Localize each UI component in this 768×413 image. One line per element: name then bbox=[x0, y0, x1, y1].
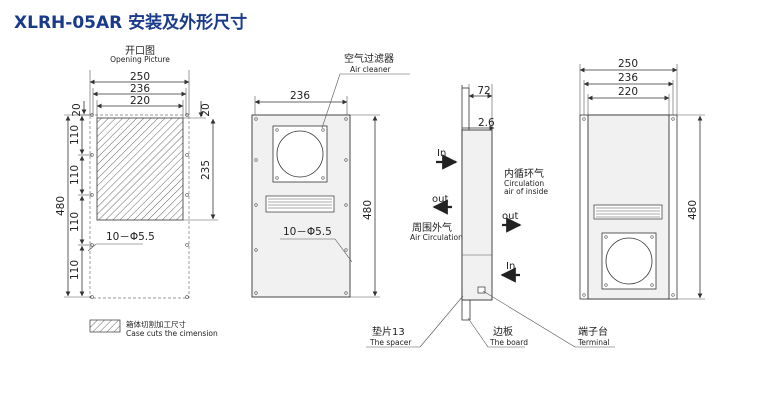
legend: 箱体切割加工尺寸 Case cuts the cimension bbox=[89, 319, 218, 338]
front-filter-label-cn: 空气过滤器 bbox=[344, 52, 394, 65]
back-view: 250 236 220 480 bbox=[579, 58, 705, 300]
side-board-en: The board bbox=[489, 338, 528, 347]
opening-dim-110-b: 110 bbox=[69, 165, 81, 185]
opening-hole-label: 10－Φ5.5 bbox=[106, 231, 155, 243]
opening-panel-outline bbox=[89, 114, 190, 299]
opening-dim-236: 236 bbox=[130, 83, 150, 95]
opening-dim-110-d: 110 bbox=[69, 260, 81, 280]
side-dim-2-6: 2.6 bbox=[478, 117, 495, 129]
side-out-left: out bbox=[432, 194, 448, 205]
front-fan-icon bbox=[276, 130, 324, 178]
back-dim-480: 480 bbox=[687, 200, 699, 220]
opening-dim-220: 220 bbox=[130, 95, 150, 107]
opening-dim-20-left: 20 bbox=[71, 103, 83, 116]
side-in-top: In bbox=[437, 148, 446, 159]
front-view: 236 480 10－Φ5.5 空气过滤器 Air cleaner bbox=[251, 52, 410, 298]
front-dim-236: 236 bbox=[290, 90, 310, 102]
page-title: XLRH-05AR 安装及外形尺寸 bbox=[14, 13, 248, 33]
opening-dim-250: 250 bbox=[130, 71, 150, 83]
side-terminal-cn: 端子台 bbox=[578, 325, 608, 338]
opening-label-en: Opening Picture bbox=[110, 55, 170, 64]
opening-label-cn: 开口图 bbox=[125, 45, 155, 57]
front-hole-label: 10－Φ5.5 bbox=[283, 226, 332, 238]
side-spacer-en: The spacer bbox=[369, 338, 412, 347]
side-spacer-cn: 垫片13 bbox=[372, 325, 405, 338]
side-inner-cn: 内循环气 bbox=[504, 167, 544, 180]
side-dim-72: 72 bbox=[477, 85, 490, 97]
side-terminal-box bbox=[477, 286, 486, 294]
side-view: 72 2.6 In out out In 内循环气 Circulation ai… bbox=[366, 84, 615, 348]
side-inner-en1: Circulation bbox=[504, 179, 544, 188]
back-dim-250: 250 bbox=[618, 58, 638, 70]
front-dim-480: 480 bbox=[362, 200, 374, 220]
side-board-cn: 边板 bbox=[493, 325, 513, 338]
back-dim-236: 236 bbox=[618, 72, 638, 84]
opening-dim-20-right: 20 bbox=[200, 103, 212, 116]
side-out-right: out bbox=[502, 211, 518, 222]
side-outer-cn: 周围外气 bbox=[412, 221, 452, 234]
back-grille bbox=[593, 204, 663, 220]
opening-dim-110-c: 110 bbox=[69, 212, 81, 232]
opening-view: 开口图 Opening Picture 250 236 220 20 bbox=[55, 45, 218, 299]
side-outer-en: Air Circulation bbox=[410, 233, 463, 242]
opening-dim-110-a: 110 bbox=[69, 125, 81, 145]
legend-label-en: Case cuts the cimension bbox=[126, 329, 218, 338]
side-inner-en2: air of inside bbox=[504, 187, 548, 196]
legend-label-cn: 箱体切割加工尺寸 bbox=[126, 319, 186, 329]
side-body bbox=[461, 129, 493, 301]
front-air-filter-grille bbox=[265, 195, 335, 213]
back-dim-220: 220 bbox=[618, 86, 638, 98]
side-in-bottom: In bbox=[506, 261, 515, 272]
opening-cutout bbox=[96, 117, 184, 221]
back-fan-icon bbox=[605, 237, 653, 285]
legend-hatch-swatch bbox=[89, 319, 121, 333]
front-mount-holes bbox=[254, 117, 348, 295]
opening-dim-480: 480 bbox=[55, 196, 67, 216]
front-filter-label-en: Air cleaner bbox=[350, 65, 391, 74]
opening-dim-235: 235 bbox=[200, 160, 212, 180]
side-terminal-en: Terminal bbox=[577, 338, 610, 347]
